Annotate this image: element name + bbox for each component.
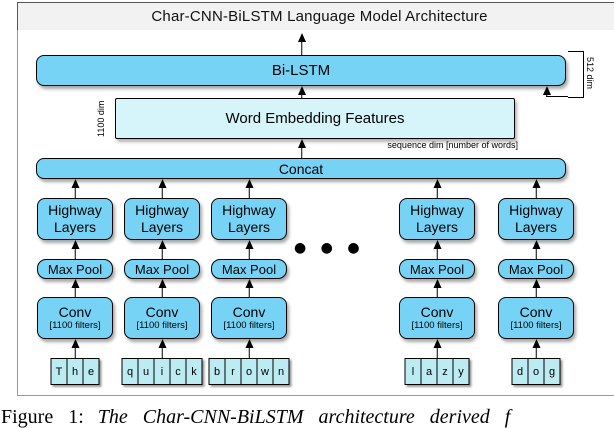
bilstm-node: Bi-LSTM (36, 55, 566, 86)
concat-label: Concat (278, 160, 324, 177)
bilstm-dim-label: 512 dim (585, 57, 595, 90)
ellipsis-dots: ● ● ● (294, 240, 365, 256)
figure-caption: Figure 1: The Char-CNN-BiLSTM architectur… (1, 406, 614, 428)
embedding-dim-label: 1100 dim (96, 100, 106, 137)
diagram-title: Char-CNN-BiLSTM Language Model Architect… (17, 2, 614, 31)
word-embedding-node: Word Embedding Features (115, 98, 515, 139)
arrow-up-icon (296, 33, 307, 55)
arrow-up-icon (541, 86, 552, 97)
bilstm-label: Bi-LSTM (271, 62, 331, 79)
figure-caption-text: The Char-CNN-BiLSTM architecture derived… (97, 406, 511, 428)
dimension-bracket-line (546, 96, 568, 97)
word-embedding-label: Word Embedding Features (225, 110, 405, 127)
dimension-bracket (568, 51, 584, 98)
arrow-up-icon (296, 139, 307, 158)
concat-node: Concat (36, 158, 566, 179)
sequence-dim-label: sequence dim [number of words] (387, 140, 518, 150)
figure-caption-label: Figure 1: (1, 406, 84, 428)
